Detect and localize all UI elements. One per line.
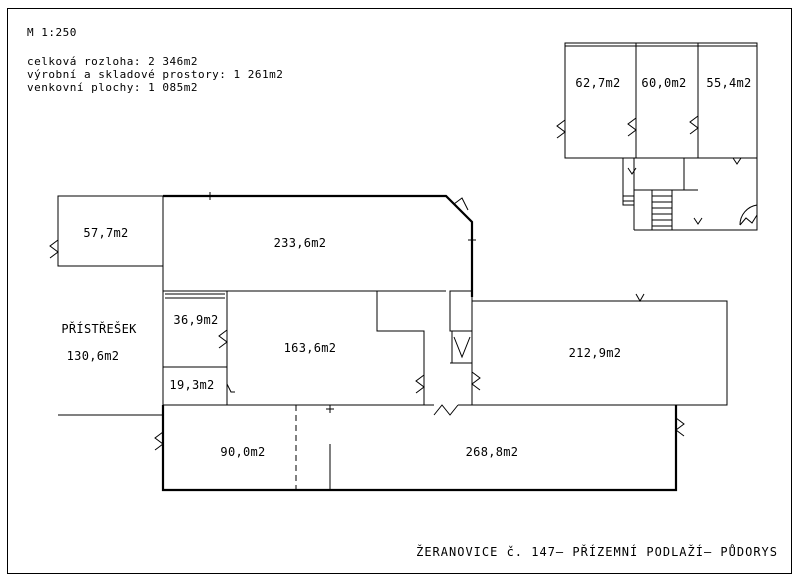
door-mark <box>556 119 566 139</box>
annex-outer-wall <box>564 42 758 159</box>
summary-total: celková rozloha: 2 346m2 <box>27 55 198 68</box>
room-label-163-6: 163,6m2 <box>283 341 337 355</box>
room-label-233-6: 233,6m2 <box>273 236 327 250</box>
drawing-title: ŽERANOVICE č. 147– PŘÍZEMNÍ PODLAŽÍ– PŮD… <box>416 545 778 559</box>
main-building-walls <box>58 192 728 492</box>
room-label-268-8: 268,8m2 <box>465 445 519 459</box>
room-label-57-7: 57,7m2 <box>83 226 129 240</box>
room-label-90-0: 90,0m2 <box>220 445 266 459</box>
summary-outdoor: venkovní plochy: 1 085m2 <box>27 81 198 94</box>
room-label-36-9: 36,9m2 <box>173 313 219 327</box>
scale-label: M 1:250 <box>27 26 77 39</box>
room-label-62-7: 62,7m2 <box>575 76 621 90</box>
summary-production: výrobní a skladové prostory: 1 261m2 <box>27 68 284 81</box>
room-label-130-6: 130,6m2 <box>66 349 120 363</box>
room-label-212-9: 212,9m2 <box>568 346 622 360</box>
room-label-60-0: 60,0m2 <box>641 76 687 90</box>
room-label-19-3: 19,3m2 <box>169 378 215 392</box>
door-mark <box>689 115 699 135</box>
stair-treads <box>623 195 672 227</box>
room-label-pristresek: PŘÍSTŘEŠEK <box>61 322 137 336</box>
room-57-7-walls <box>49 195 163 267</box>
room-label-55-4: 55,4m2 <box>706 76 752 90</box>
annex-building <box>556 42 758 231</box>
door-mark <box>627 117 637 137</box>
drawing-frame <box>7 8 792 574</box>
